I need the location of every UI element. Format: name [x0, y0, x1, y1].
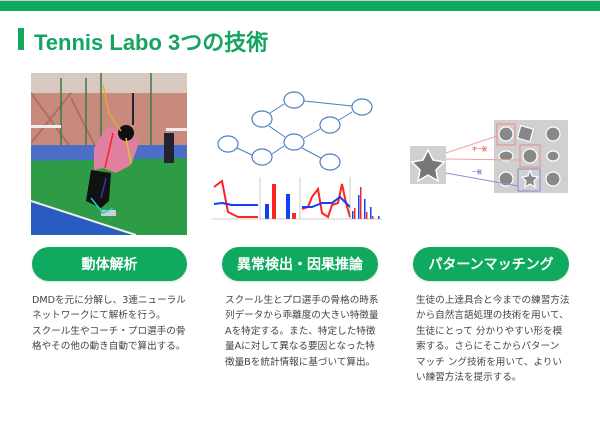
- page-title: Tennis Labo 3つの技術: [34, 30, 269, 55]
- description-line: 徴量Bを統計情報に基づいて算出。: [225, 356, 376, 368]
- anomaly-causal-description: スクール生とプロ選手の骨格の時系 列データから乖離度の大きい特徴量 Aを特定する…: [225, 293, 379, 370]
- description-line: 量Aに対して異なる要因となった特: [225, 341, 375, 353]
- description-line: 格やその他の動き自動で算出する。: [32, 341, 186, 353]
- description-line: ネットワークにて解析を行う。: [32, 310, 166, 322]
- motion-analysis-label: 動体解析: [81, 257, 138, 273]
- description-line: Aを特定する。また、特定した特徴: [225, 325, 376, 337]
- motion-analysis-button[interactable]: 動体解析: [32, 247, 187, 281]
- pattern-matching-label: パターンマッチング: [428, 257, 554, 273]
- motion-analysis-description: DMDを元に分解し、3連ニューラル ネットワークにて解析を行う。 スクール生やコ…: [32, 293, 186, 355]
- description-line: 索する。さらにそこからパターン: [416, 341, 560, 353]
- description-line: DMDを元に分解し、3連ニューラル: [32, 295, 186, 306]
- description-line: から自然言語処理の技術を用いて、: [416, 310, 569, 322]
- top-accent-bar: [0, 0, 600, 11]
- tennis-player-photo: [31, 73, 187, 235]
- pattern-matching-description: 生徒の上達具合と今までの練習方法 から自然言語処理の技術を用いて、 生徒にとって…: [416, 293, 570, 385]
- pattern-matching-figure: 不一致 一致: [410, 120, 568, 193]
- description-line: 列データから乖離度の大きい特徴量: [225, 310, 379, 322]
- pattern-matching-button[interactable]: パターンマッチング: [413, 247, 569, 281]
- mismatch-label: 不一致: [472, 146, 487, 153]
- anomaly-causal-button[interactable]: 異常検出・因果推論: [222, 247, 378, 281]
- description-line: 生徒にとって 分かりやすい形を模: [416, 325, 563, 337]
- causal-graph-figure: [212, 91, 382, 223]
- description-line: マッチ ング技術を用いて、よりい: [416, 356, 562, 368]
- description-line: スクール生とプロ選手の骨格の時系: [225, 295, 379, 306]
- title-marker: [18, 28, 24, 50]
- match-label: 一致: [472, 169, 482, 176]
- description-line: い練習方法を提示する。: [416, 372, 522, 384]
- description-line: 生徒の上達具合と今までの練習方法: [416, 295, 570, 306]
- description-line: スクール生やコーチ・プロ選手の骨: [32, 325, 186, 337]
- anomaly-causal-label: 異常検出・因果推論: [237, 257, 363, 273]
